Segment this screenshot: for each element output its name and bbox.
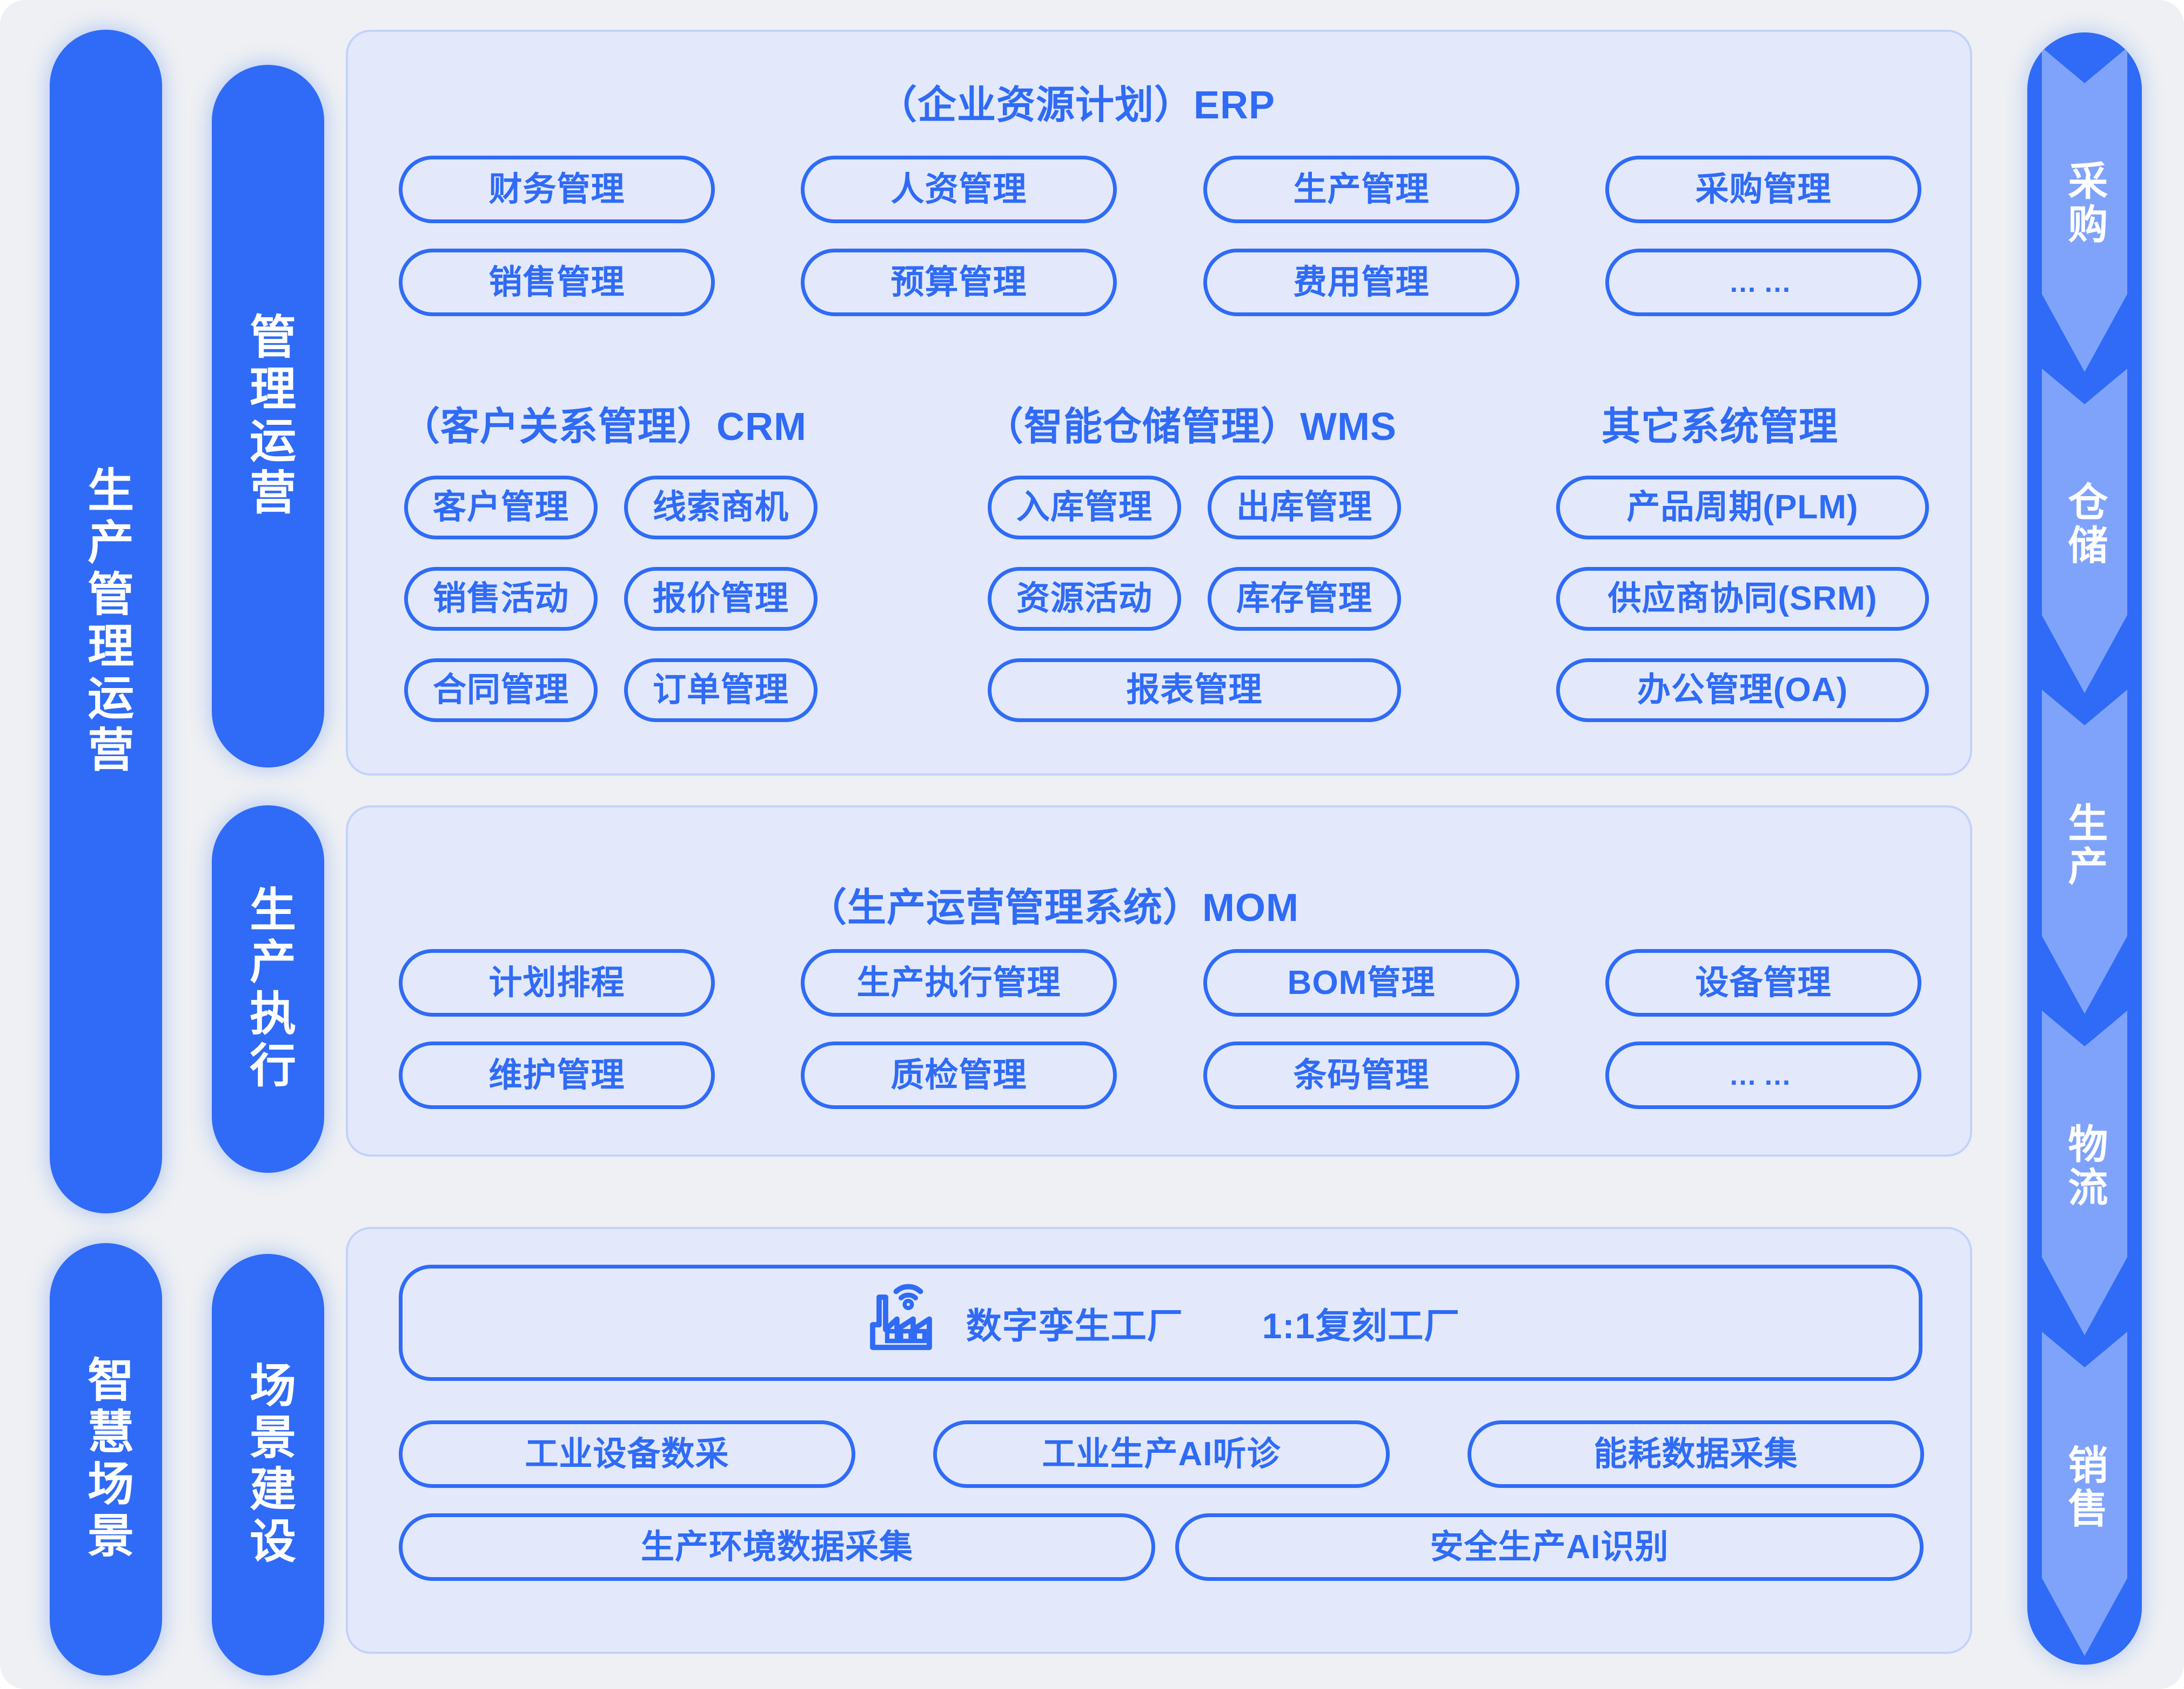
layer-rail-label-0: 管理运营 (242, 312, 294, 520)
crm-group-title: （客户关系管理）CRM (401, 405, 807, 449)
other-chip-0[interactable]: 产品周期(PLM) (1556, 476, 1929, 539)
flow-step-procurement[interactable]: 采购 (2042, 48, 2127, 372)
other-chip-2[interactable]: 办公管理(OA) (1556, 658, 1929, 722)
crm-chip-5[interactable]: 订单管理 (624, 658, 818, 722)
flow-step-warehousing[interactable]: 仓储 (2042, 369, 2127, 693)
crm-chip-3[interactable]: 报价管理 (624, 567, 818, 631)
erp-chip-5[interactable]: 预算管理 (801, 249, 1117, 316)
flow-step-label-2: 生产 (2062, 802, 2107, 889)
mom-chip-0[interactable]: 计划排程 (399, 949, 715, 1017)
erp-chip-4[interactable]: 销售管理 (399, 249, 715, 316)
left-rail-label-0: 生产管理运营 (80, 466, 132, 777)
layer-rail-label-1: 生产执行 (242, 885, 294, 1093)
mom-chip-6[interactable]: 条码管理 (1203, 1042, 1519, 1109)
mom-chip-2[interactable]: BOM管理 (1203, 949, 1519, 1017)
mom-section-title: （生产运营管理系统）MOM (808, 886, 1299, 930)
crm-chip-1[interactable]: 线索商机 (624, 476, 818, 539)
mom-chip-1[interactable]: 生产执行管理 (801, 949, 1117, 1017)
layer-rail-item-production-exec[interactable]: 生产执行 (212, 805, 324, 1173)
mom-chip-5[interactable]: 质检管理 (801, 1042, 1117, 1109)
flow-step-label-1: 仓储 (2062, 481, 2107, 568)
erp-chip-3[interactable]: 采购管理 (1605, 156, 1921, 223)
wms-chip-1[interactable]: 出库管理 (1208, 476, 1401, 539)
digital-twin-banner[interactable]: 数字孪生工厂 1:1复刻工厂 (399, 1265, 1922, 1381)
wms-chip-4[interactable]: 报表管理 (988, 658, 1401, 722)
digital-twin-subtitle: 1:1复刻工厂 (1262, 1305, 1461, 1346)
mom-chip-7[interactable]: …… (1605, 1042, 1921, 1109)
crm-chip-0[interactable]: 客户管理 (404, 476, 598, 539)
mom-chip-4[interactable]: 维护管理 (399, 1042, 715, 1109)
crm-chip-2[interactable]: 销售活动 (404, 567, 598, 631)
value-chain-flow-rail: 采购 仓储 生产 物流 销售 (2027, 32, 2142, 1665)
mom-chip-3[interactable]: 设备管理 (1605, 949, 1921, 1017)
digital-twin-title: 数字孪生工厂 (966, 1305, 1183, 1346)
layer-rail-item-management-ops[interactable]: 管理运营 (212, 65, 324, 767)
scene-chip-r1-0[interactable]: 工业设备数采 (399, 1420, 855, 1488)
layer-rail-item-scene-build[interactable]: 场景建设 (212, 1254, 324, 1675)
flow-step-sales[interactable]: 销售 (2042, 1332, 2127, 1656)
erp-chip-7[interactable]: …… (1605, 249, 1921, 316)
crm-chip-4[interactable]: 合同管理 (404, 658, 598, 722)
scene-chip-r1-2[interactable]: 能耗数据采集 (1468, 1420, 1924, 1488)
erp-chip-1[interactable]: 人资管理 (801, 156, 1117, 223)
wms-chip-3[interactable]: 库存管理 (1208, 567, 1401, 631)
flow-step-production[interactable]: 生产 (2042, 690, 2127, 1014)
scene-chip-r2-1[interactable]: 安全生产AI识别 (1175, 1513, 1924, 1581)
flow-step-label-3: 物流 (2062, 1123, 2107, 1210)
management-operations-panel (346, 30, 1972, 776)
layer-rail-label-2: 场景建设 (242, 1361, 294, 1568)
scene-chip-r1-1[interactable]: 工业生产AI听诊 (933, 1420, 1390, 1488)
wms-chip-0[interactable]: 入库管理 (988, 476, 1181, 539)
flow-step-label-4: 销售 (2062, 1444, 2107, 1531)
erp-chip-2[interactable]: 生产管理 (1203, 156, 1519, 223)
left-rail-item-smart-scene[interactable]: 智慧场景 (50, 1243, 162, 1675)
erp-chip-6[interactable]: 费用管理 (1203, 249, 1519, 316)
erp-section-title: （企业资源计划）ERP (878, 84, 1276, 127)
erp-chip-0[interactable]: 财务管理 (399, 156, 715, 223)
flow-step-label-0: 采购 (2062, 160, 2107, 246)
other-systems-group-title: 其它系统管理 (1602, 405, 1839, 449)
other-chip-1[interactable]: 供应商协同(SRM) (1556, 567, 1929, 631)
flow-step-logistics[interactable]: 物流 (2042, 1011, 2127, 1335)
wms-chip-2[interactable]: 资源活动 (988, 567, 1181, 631)
wms-group-title: （智能仓储管理）WMS (984, 405, 1397, 449)
scene-chip-r2-0[interactable]: 生产环境数据采集 (399, 1513, 1155, 1581)
factory-wifi-icon (861, 1283, 942, 1364)
left-rail-item-production-management[interactable]: 生产管理运营 (50, 30, 162, 1213)
left-rail-label-1: 智慧场景 (80, 1356, 132, 1563)
